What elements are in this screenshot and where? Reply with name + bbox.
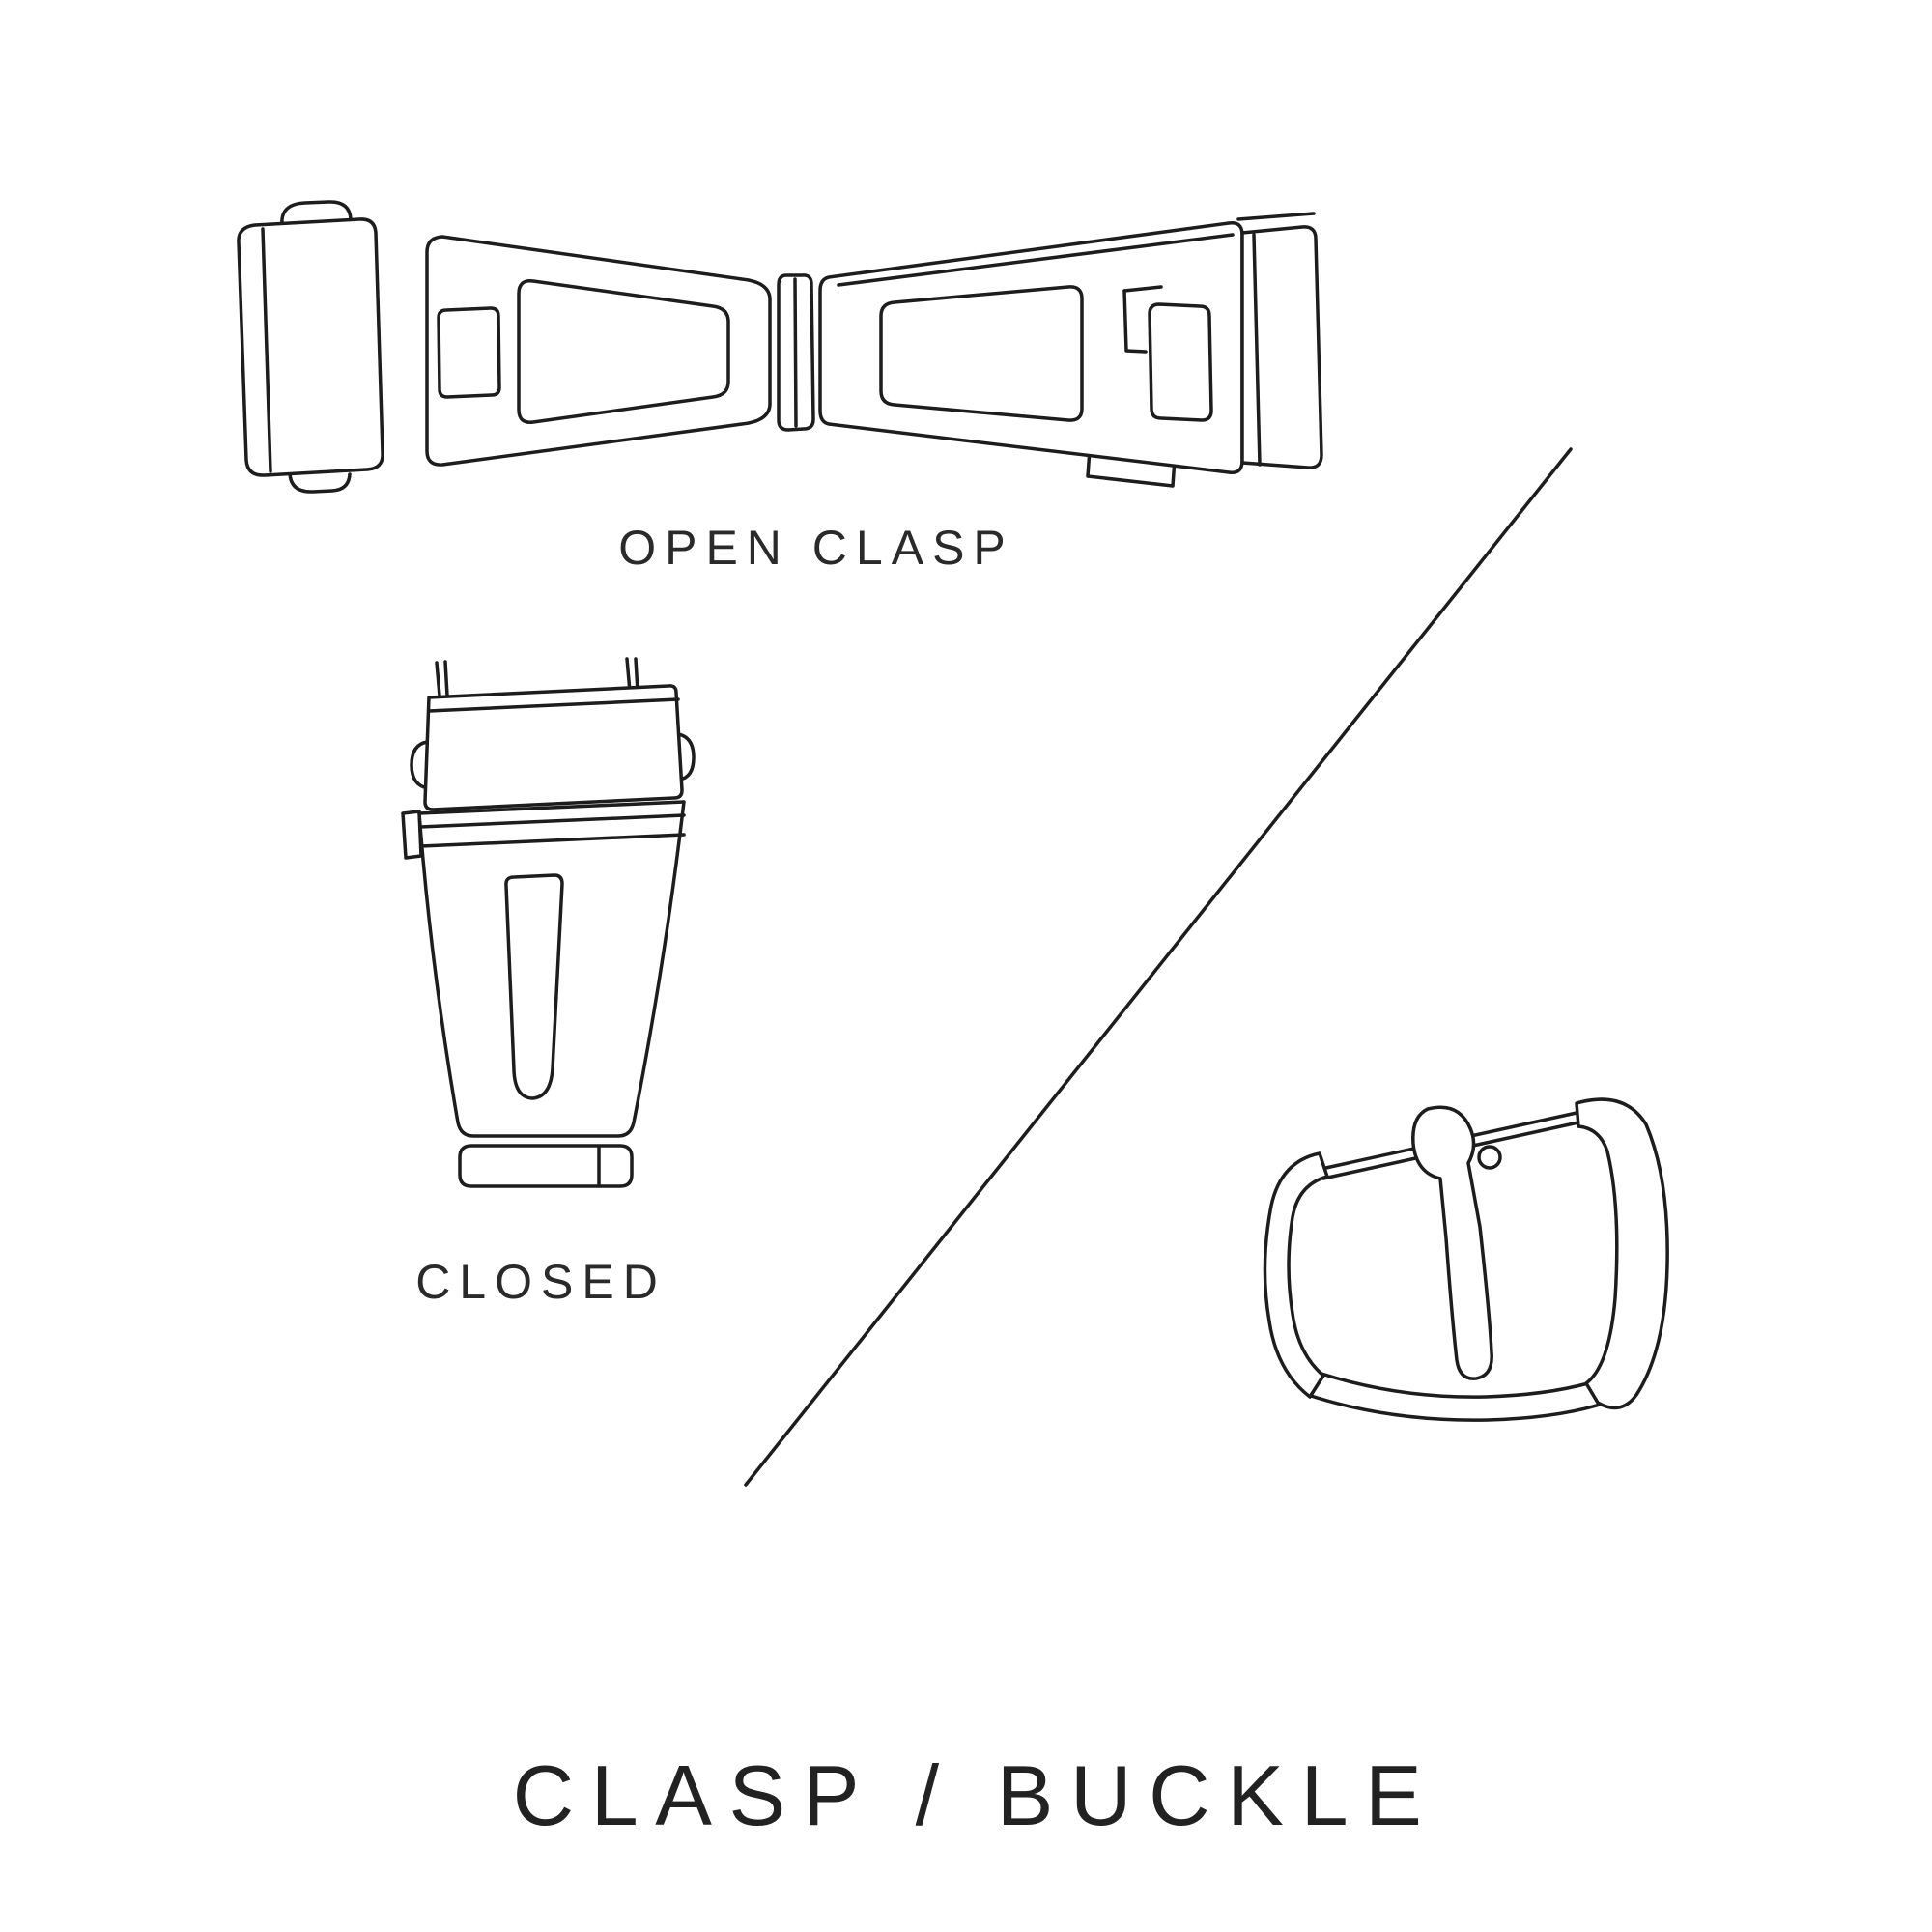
diagonal-divider — [744, 447, 1573, 1487]
open-clasp-illustration — [237, 200, 1323, 494]
closed-clasp-drawing — [401, 657, 696, 1188]
closed-clasp-illustration — [401, 657, 696, 1188]
tang-buckle-illustration — [1263, 1097, 1669, 1422]
open-clasp-caption: OPEN CLASP — [618, 521, 1014, 575]
closed-clasp-caption: CLOSED — [415, 1255, 667, 1309]
tang-buckle-drawing — [1263, 1097, 1669, 1422]
open-clasp-drawing — [237, 200, 1323, 494]
page-title: CLASP / BUCKLE — [512, 1747, 1439, 1843]
